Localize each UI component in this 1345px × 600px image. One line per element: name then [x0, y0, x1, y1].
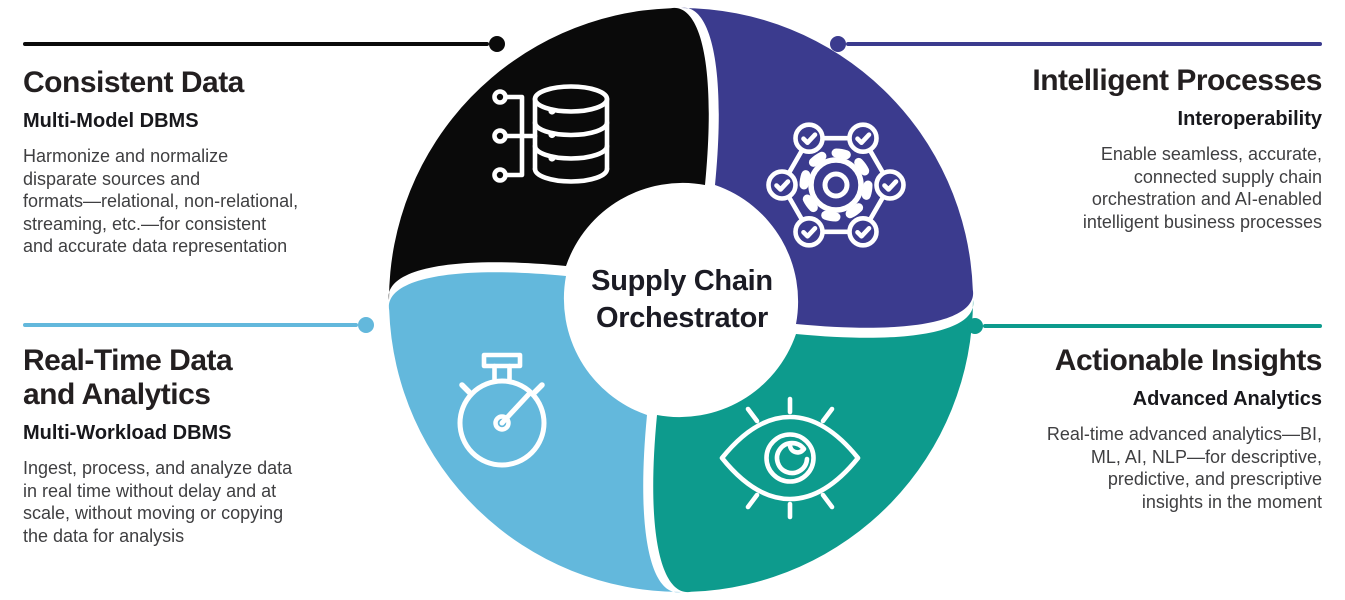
segment-real-time-data: [388, 272, 681, 593]
check-circle-icon: [874, 169, 906, 201]
database-icon: [492, 84, 610, 184]
section-title: Actionable Insights: [1054, 344, 1323, 377]
section-body: Ingest, process, and analyze data in rea…: [23, 458, 293, 546]
callout-actionable-insights: Actionable Insights Advanced Analytics R…: [917, 344, 1323, 513]
callout-real-time-data: Real-Time Data and Analytics Multi-Workl…: [23, 344, 428, 547]
leader-line-bottom-left: [23, 323, 358, 327]
gear-network-icon: [766, 122, 906, 248]
stopwatch-icon: [457, 352, 547, 468]
check-circle-icon: [793, 122, 825, 154]
check-circle-icon: [847, 216, 879, 248]
callout-intelligent-processes: Intelligent Processes Interoperability E…: [917, 64, 1322, 233]
section-subtitle: Multi-Workload DBMS: [23, 422, 232, 444]
section-subtitle: Advanced Analytics: [1132, 388, 1322, 410]
section-body: Real-time advanced analytics—BI, ML, AI,…: [1046, 424, 1322, 512]
section-title: Real-Time Data and Analytics: [23, 344, 233, 411]
leader-dot-top-left: [489, 36, 505, 52]
center-title: Supply Chain Orchestrator: [591, 265, 773, 334]
leader-dot-top-right: [830, 36, 846, 52]
segment-actionable-insights: [653, 300, 974, 593]
leader-line-top-left: [23, 42, 489, 46]
callout-consistent-data: Consistent Data Multi-Model DBMS Harmoni…: [23, 66, 428, 258]
leader-line-bottom-right: [983, 324, 1322, 328]
section-title: Consistent Data: [23, 66, 244, 99]
section-body: Harmonize and normalize disparate source…: [23, 146, 299, 256]
section-subtitle: Interoperability: [1177, 108, 1322, 130]
section-subtitle: Multi-Model DBMS: [23, 110, 199, 132]
segment-intelligent-processes: [681, 7, 974, 328]
check-circle-icon: [793, 216, 825, 248]
check-circle-icon: [766, 169, 798, 201]
check-circle-icon: [847, 122, 879, 154]
section-body: Enable seamless, accurate, connected sup…: [1082, 144, 1322, 232]
leader-dot-bottom-left: [358, 317, 374, 333]
section-title: Intelligent Processes: [1032, 64, 1322, 97]
leader-line-top-right: [846, 42, 1322, 46]
eye-icon: [719, 396, 861, 520]
diagram-ring: [388, 7, 974, 593]
leader-dot-bottom-right: [967, 318, 983, 334]
